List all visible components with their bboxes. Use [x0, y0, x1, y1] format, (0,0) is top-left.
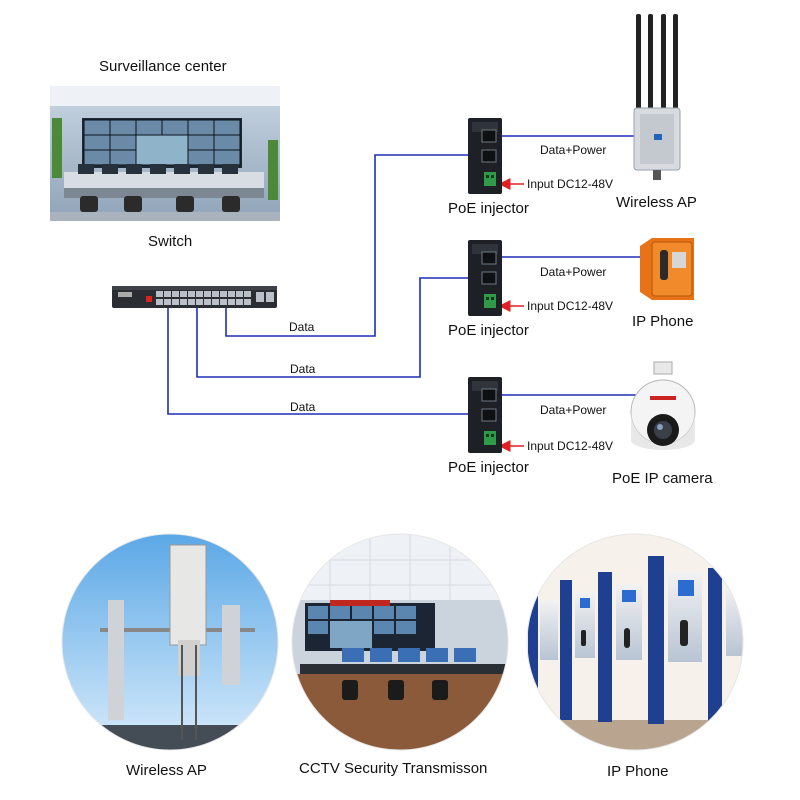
switch-device	[112, 286, 277, 308]
poe-injector-3	[468, 377, 502, 453]
connection-lines	[167, 135, 650, 415]
ip-phone-icon	[640, 238, 694, 300]
poe-injector-1	[468, 118, 502, 194]
wireless-ap-icon	[633, 14, 681, 180]
data-link-label-3: Data	[290, 400, 316, 414]
data-link-1	[225, 154, 470, 337]
injector-label-3: PoE injector	[448, 459, 529, 476]
input-arrows	[498, 178, 524, 452]
output-label-1: Data+Power	[540, 143, 607, 157]
data-link-label-1: Data	[289, 320, 315, 334]
device-label-2: IP Phone	[632, 313, 694, 330]
data-link-label-2: Data	[290, 362, 316, 376]
input-label-1: Input DC12-48V	[527, 177, 614, 191]
output-label-2: Data+Power	[540, 265, 607, 279]
surveillance-center-photo	[50, 86, 280, 221]
cctv-room-scene	[292, 534, 508, 750]
data-link-3	[167, 308, 470, 415]
device-label-3: PoE IP camera	[612, 470, 713, 487]
switch-label: Switch	[148, 233, 193, 250]
ip-camera-icon	[630, 361, 696, 450]
application-caption-1: Wireless AP	[126, 762, 207, 779]
device-label-1: Wireless AP	[616, 194, 697, 211]
data-link-2	[196, 277, 470, 378]
input-label-2: Input DC12-48V	[527, 299, 614, 313]
wireless-ap-scene	[62, 534, 278, 750]
application-caption-2: CCTV Security Transmisson	[299, 760, 488, 777]
application-caption-3: IP Phone	[607, 763, 669, 780]
injector-label-2: PoE injector	[448, 322, 529, 339]
surveillance-center-title: Surveillance center	[99, 58, 227, 75]
poe-injector-2	[468, 240, 502, 316]
injector-label-1: PoE injector	[448, 200, 529, 217]
phone-booth-scene	[527, 534, 743, 750]
input-label-3: Input DC12-48V	[527, 439, 614, 453]
output-label-3: Data+Power	[540, 403, 607, 417]
